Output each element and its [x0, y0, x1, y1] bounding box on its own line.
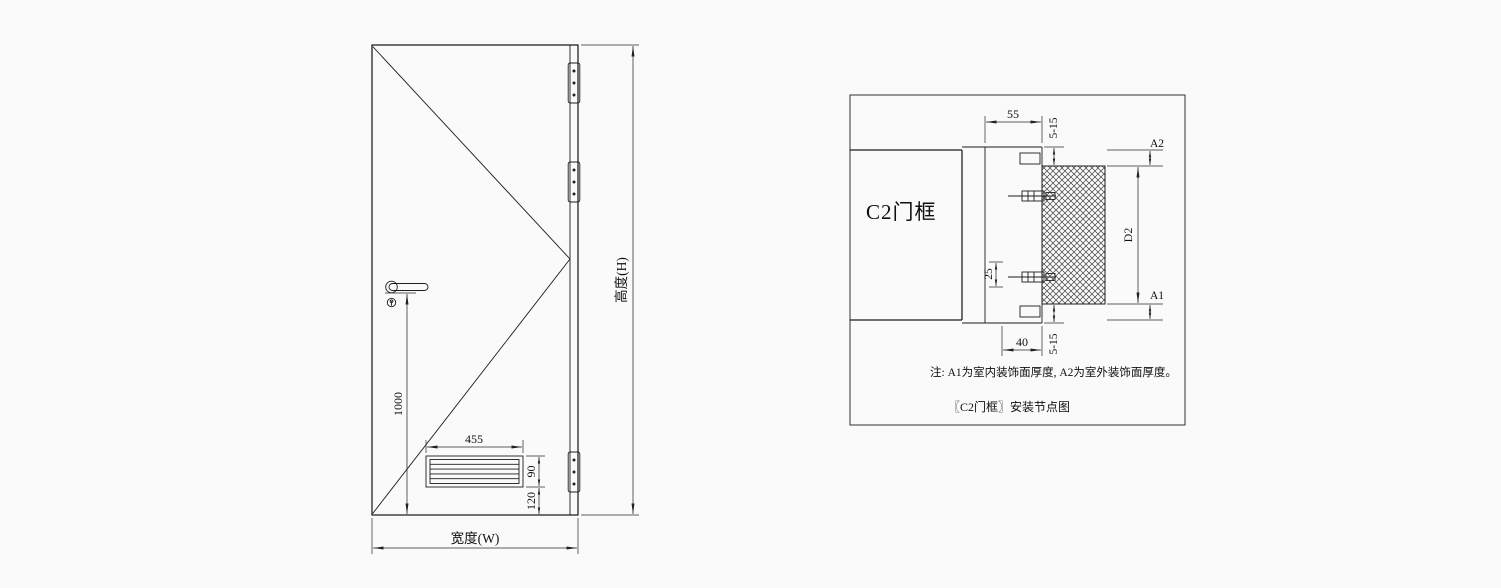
- dim-label-a2: A2: [1150, 138, 1164, 150]
- handle-lever: [388, 283, 429, 291]
- dim-d2: D2: [1121, 167, 1140, 303]
- wall-section: [850, 149, 963, 321]
- dim-label-90: 90: [524, 466, 538, 478]
- dim-louver-width: 455: [425, 432, 524, 453]
- dim-louver-offset: 120: [524, 488, 541, 514]
- dim-label-5-15-top: 5-15: [1048, 117, 1060, 138]
- dim-label-55: 55: [1007, 107, 1019, 121]
- gasket-bottom: [1019, 305, 1041, 318]
- dim-door-width: 宽度(W): [371, 518, 579, 554]
- frame-detail: C2门框 55 5-15: [849, 94, 1186, 426]
- dim-a2: A2: [1107, 138, 1164, 167]
- dim-gap-bottom: 5-15: [1044, 305, 1064, 355]
- dim-rebate-40: 40: [1001, 326, 1043, 356]
- dim-label-40: 40: [1016, 335, 1028, 349]
- dim-offset-25: 25: [983, 261, 1003, 288]
- detail-border: [849, 94, 1186, 426]
- dim-frame-55: 55: [984, 107, 1043, 143]
- hinge-middle: [567, 161, 581, 203]
- dim-label-120: 120: [524, 492, 538, 510]
- door-leaf-outline: [371, 44, 579, 516]
- frame-section: [962, 146, 1043, 324]
- dim-label-25: 25: [983, 268, 995, 280]
- hinge-top: [567, 62, 581, 104]
- dim-label-5-15-bottom: 5-15: [1048, 333, 1060, 354]
- dim-label-width: 宽度(W): [451, 530, 500, 546]
- dim-a1: A1: [1107, 290, 1164, 321]
- frame-label: C2门框: [866, 200, 937, 224]
- dim-gap-top: 5-15: [1044, 117, 1064, 165]
- hinge-bottom: [567, 451, 581, 493]
- louver-vent: [425, 455, 524, 488]
- dim-label-1000: 1000: [391, 392, 405, 416]
- dim-louver-height: 90: [524, 455, 545, 488]
- gasket-top: [1019, 152, 1041, 165]
- dim-label-height: 高度(H): [613, 257, 629, 303]
- dim-door-height: 高度(H): [581, 44, 639, 516]
- dim-label-455: 455: [465, 432, 483, 446]
- handle-cylinder: [386, 297, 397, 308]
- dim-label-d2: D2: [1121, 228, 1135, 243]
- door-elevation: 455 90 120 1000 高度(H) 宽度(W): [371, 44, 639, 554]
- detail-note: 注: A1为室内装饰面厚度, A2为室外装饰面厚度。: [930, 365, 1177, 379]
- handle-rose: [385, 280, 398, 294]
- dim-label-a1: A1: [1150, 290, 1164, 302]
- dim-handle-height: 1000: [385, 292, 416, 514]
- door-handle: [385, 280, 429, 308]
- detail-caption: 〖C2门框〗安装节点图: [948, 399, 1070, 414]
- door-leaf-section: [1041, 165, 1106, 305]
